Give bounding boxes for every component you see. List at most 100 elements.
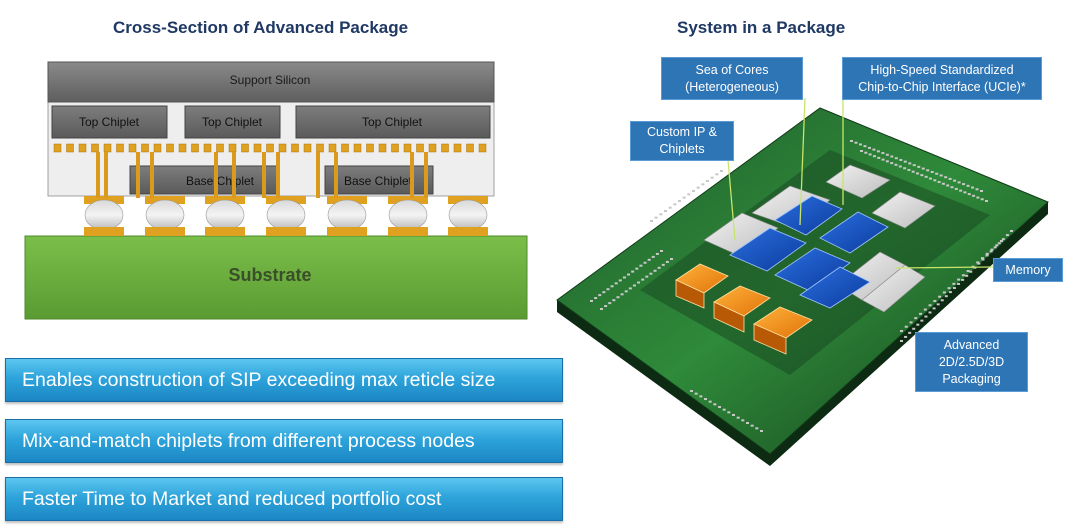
- package-pad: [657, 266, 661, 269]
- package-pad: [706, 180, 709, 182]
- package-pad: [941, 182, 945, 185]
- package-pad: [1001, 238, 1005, 241]
- package-pad: [651, 255, 655, 258]
- micro-bump: [53, 143, 62, 153]
- package-pad: [963, 191, 967, 194]
- package-pad: [938, 295, 942, 298]
- package-pad: [715, 173, 719, 176]
- micro-bump: [91, 143, 99, 153]
- sea-of-cores-callout: Sea of Cores (Heterogeneous): [661, 57, 803, 100]
- package-pad: [920, 319, 924, 322]
- package-pad: [876, 150, 880, 153]
- package-pad: [977, 262, 981, 265]
- package-pad: [682, 196, 686, 199]
- package-pad: [863, 145, 867, 148]
- package-pad: [732, 414, 735, 416]
- package-pad: [980, 257, 984, 260]
- package-pad: [704, 398, 707, 400]
- package-pad: [872, 148, 876, 151]
- micro-bump: [453, 143, 462, 153]
- micro-bump: [403, 143, 412, 153]
- micro-bump: [116, 143, 124, 153]
- ucie-line-1: High-Speed Standardized: [870, 62, 1014, 77]
- package-pad: [690, 390, 693, 392]
- package-pad: [912, 164, 916, 167]
- tsv-pillar: [316, 152, 320, 198]
- c4-bumps: [84, 196, 488, 236]
- package-pad: [890, 162, 894, 165]
- package-pad: [612, 299, 616, 302]
- package-pad: [696, 186, 700, 189]
- package-pad: [900, 340, 903, 342]
- package-pad: [627, 273, 631, 276]
- micro-bump: [278, 143, 287, 153]
- package-pad: [957, 181, 961, 184]
- package-pad: [1000, 240, 1003, 242]
- top-chiplet-label-1: Top Chiplet: [79, 115, 140, 129]
- micro-bump: [178, 143, 187, 153]
- ucie-line-2: Chip-to-Chip Interface (UCIe)*: [858, 79, 1026, 94]
- package-pad: [969, 270, 973, 273]
- micro-bump: [328, 143, 337, 153]
- package-pad: [903, 160, 907, 163]
- package-pad: [877, 156, 881, 159]
- top-chiplet-2: [184, 105, 281, 139]
- package-pad: [924, 175, 928, 178]
- package-pad: [914, 317, 918, 320]
- package-pad: [622, 276, 626, 279]
- package-pad: [911, 170, 915, 173]
- package-pad: [670, 258, 673, 260]
- micro-bump: [203, 143, 212, 153]
- package-pad: [936, 303, 940, 306]
- package-pad: [976, 261, 980, 264]
- package-pad: [631, 270, 635, 273]
- base-chiplet-label-1: Base Chiplet: [186, 174, 255, 188]
- package-pad: [952, 282, 956, 285]
- package-pad: [965, 274, 969, 277]
- custom-ip-line-2: Chiplets: [659, 142, 705, 156]
- package-pad: [647, 258, 651, 261]
- top-chiplet-3: [295, 105, 491, 139]
- package-pad: [635, 267, 639, 270]
- package-pad: [950, 186, 954, 189]
- package-pad-rows: [590, 140, 1013, 432]
- top-chiplet-label-2: Top Chiplet: [202, 115, 263, 129]
- package-pad: [858, 143, 862, 146]
- package-pad: [710, 176, 714, 179]
- package-pad: [641, 278, 645, 281]
- micro-bump: [216, 143, 224, 153]
- support-silicon-label: Support Silicon: [230, 73, 311, 87]
- tsv-pillar: [96, 152, 100, 198]
- package-pad: [928, 177, 932, 180]
- package-pad: [967, 193, 971, 196]
- callout-leader-lines: [727, 97, 994, 269]
- micro-bump: [253, 143, 262, 153]
- top-chiplet-1: [51, 105, 168, 139]
- custom-ip-line-1: Custom IP &: [647, 125, 717, 139]
- package-pad: [664, 210, 667, 212]
- package-pad: [722, 408, 726, 411]
- custom-ip-chiplets: [675, 263, 813, 355]
- package-pad: [692, 190, 695, 192]
- micro-bump: [153, 143, 162, 153]
- package-pad: [850, 140, 853, 142]
- micro-bump: [341, 143, 349, 153]
- package-pad: [881, 152, 885, 155]
- package-pad: [701, 183, 705, 186]
- package-pad: [736, 416, 740, 419]
- package-pad: [699, 395, 703, 398]
- packaging-callout: Advanced 2D/2.5D/3D Packaging: [915, 332, 1028, 392]
- package-pad: [637, 281, 641, 284]
- package-pad: [600, 308, 603, 310]
- package-pad: [654, 216, 658, 219]
- package-pad: [930, 171, 934, 174]
- package-pad: [976, 196, 980, 199]
- package-pad: [966, 270, 970, 272]
- package-pad: [989, 250, 993, 253]
- micro-bump: [266, 143, 274, 153]
- package-pad: [881, 158, 885, 161]
- package-pad: [602, 291, 606, 294]
- c4-bottom-pad: [448, 227, 488, 236]
- package-pad: [867, 146, 871, 149]
- cross-section-diagram: Substrate Support Silicon Top Chiplet To…: [24, 61, 528, 320]
